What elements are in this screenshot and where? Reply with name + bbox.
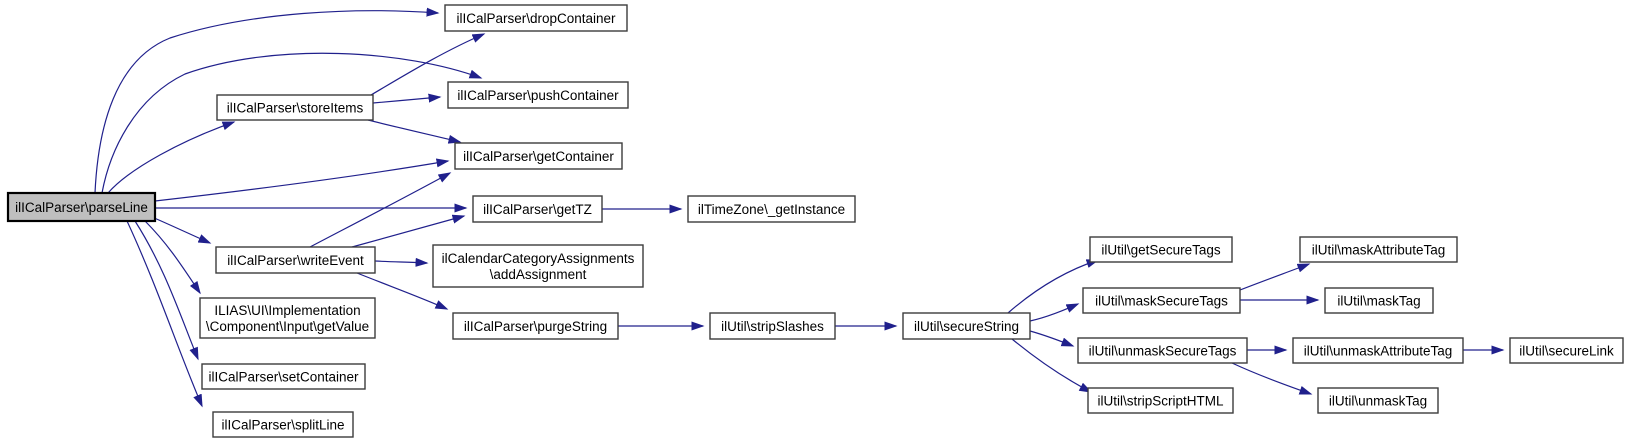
node-box-store-items[interactable] [216,94,374,121]
edge-parse-line-to-set-container [134,220,199,361]
node-box-get-instance[interactable] [687,195,856,223]
node-label-split-line: ilICalParser\splitLine [221,418,344,433]
node-secure-string[interactable]: ilUtil\secureString [902,312,1031,340]
node-box-add-assignment[interactable] [432,244,644,288]
node-box-mask-attribute-tag[interactable] [1299,236,1458,263]
node-box-drop-container[interactable] [444,4,628,32]
edge-store-items-to-drop-container [370,33,486,96]
node-label-get-container: ilICalParser\getContainer [463,149,614,164]
node-label-secure-link: ilUtil\secureLink [1519,344,1614,359]
node-label-write-event: ilICalParser\writeEvent [227,253,364,268]
node-box-get-container[interactable] [454,142,623,170]
node-store-items[interactable]: ilICalParser\storeItems [216,94,374,121]
node-box-unmask-secure-tags[interactable] [1077,337,1248,364]
node-box-secure-string[interactable] [902,312,1031,340]
node-box-mask-tag[interactable] [1324,287,1434,314]
node-get-container[interactable]: ilICalParser\getContainer [454,142,623,170]
edge-parse-line-to-get-container [154,158,450,202]
node-mask-tag[interactable]: ilUtil\maskTag [1324,287,1434,314]
edge-write-event-to-get-tz [351,214,466,248]
edge-write-event-to-add-assignment [374,257,429,267]
node-label-get-secure-tags: ilUtil\getSecureTags [1101,243,1221,258]
node-box-parse-line [6,191,157,223]
node-label-secure-string: ilUtil\secureString [914,319,1019,334]
node-box-split-line[interactable] [212,411,354,438]
node-unmask-secure-tags[interactable]: ilUtil\unmaskSecureTags [1077,337,1248,364]
edge-write-event-to-get-container [309,172,452,248]
node-label-add-assignment-line1: ilCalendarCategoryAssignments [442,251,635,266]
node-split-line[interactable]: ilICalParser\splitLine [212,411,354,438]
node-box-secure-link[interactable] [1509,337,1624,364]
edge-store-items-to-push-container [372,93,442,104]
node-set-container[interactable]: ilICalParser\setContainer [201,363,366,390]
node-unmask-tag[interactable]: ilUtil\unmaskTag [1317,387,1439,414]
edge-parse-line-to-push-container [101,52,483,194]
node-secure-link[interactable]: ilUtil\secureLink [1509,337,1624,364]
edge-store-items-to-get-container [367,119,462,144]
node-label-mask-secure-tags: ilUtil\maskSecureTags [1095,294,1228,309]
node-box-unmask-tag[interactable] [1317,387,1439,414]
edge-secure-string-to-unmask-secure-tags [1029,330,1075,347]
edge-parse-line-to-drop-container [94,7,440,194]
node-get-instance[interactable]: ilTimeZone\_getInstance [687,195,856,223]
edge-parse-line-to-get-value [144,220,201,295]
node-unmask-attribute-tag[interactable]: ilUtil\unmaskAttributeTag [1292,337,1464,364]
node-label-unmask-tag: ilUtil\unmaskTag [1329,394,1427,409]
node-mask-secure-tags[interactable]: ilUtil\maskSecureTags [1082,287,1241,314]
node-label-set-container: ilICalParser\setContainer [208,370,359,385]
node-box-strip-slashes[interactable] [709,312,836,340]
node-label-strip-script-html: ilUtil\stripScriptHTML [1097,394,1224,409]
edge-write-event-to-purge-string [356,272,449,310]
node-label-purge-string: ilICalParser\purgeString [464,319,607,334]
edge-parse-line-to-store-items [107,121,236,194]
node-label-unmask-attribute-tag: ilUtil\unmaskAttributeTag [1304,344,1453,359]
edge-mask-secure-tags-to-mask-attribute-tag [1239,263,1311,291]
edge-parse-line-to-write-event [151,216,212,244]
node-label-drop-container: ilICalParser\dropContainer [456,11,616,26]
node-strip-script-html[interactable]: ilUtil\stripScriptHTML [1087,387,1234,414]
edge-secure-string-to-get-secure-tags [1007,259,1100,314]
node-label-strip-slashes: ilUtil\stripSlashes [721,319,824,334]
node-add-assignment[interactable]: ilCalendarCategoryAssignments\addAssignm… [432,244,644,288]
node-label-push-container: ilICalParser\pushContainer [457,88,619,103]
node-label-mask-tag: ilUtil\maskTag [1337,294,1420,309]
node-purge-string[interactable]: ilICalParser\purgeString [452,312,619,340]
node-strip-slashes[interactable]: ilUtil\stripSlashes [709,312,836,340]
node-get-tz[interactable]: ilICalParser\getTZ [472,195,603,223]
node-write-event[interactable]: ilICalParser\writeEvent [215,246,376,274]
node-label-mask-attribute-tag: ilUtil\maskAttributeTag [1312,243,1446,258]
node-label-get-value-line2: \Component\Input\getValue [206,319,369,334]
edge-secure-string-to-strip-script-html [1011,338,1093,393]
node-parse-line: ilICalParser\parseLine [6,191,157,223]
node-box-get-secure-tags[interactable] [1089,236,1233,263]
node-box-write-event[interactable] [215,246,376,274]
node-label-parse-line: ilICalParser\parseLine [15,200,148,215]
node-box-push-container[interactable] [447,81,629,109]
node-label-add-assignment-line2: \addAssignment [490,267,587,282]
node-get-value[interactable]: ILIAS\UI\Implementation\Component\Input\… [199,297,376,339]
node-label-get-value-line1: ILIAS\UI\Implementation [214,303,360,318]
edge-secure-string-to-mask-secure-tags [1029,303,1080,322]
node-box-get-tz[interactable] [472,195,603,223]
edge-parse-line-to-split-line [126,220,203,408]
node-box-unmask-attribute-tag[interactable] [1292,337,1464,364]
node-label-unmask-secure-tags: ilUtil\unmaskSecureTags [1089,344,1237,359]
node-label-store-items: ilICalParser\storeItems [227,101,364,116]
node-get-secure-tags[interactable]: ilUtil\getSecureTags [1089,236,1233,263]
node-box-get-value[interactable] [199,297,376,339]
node-box-set-container[interactable] [201,363,366,390]
node-label-get-instance: ilTimeZone\_getInstance [698,202,845,217]
node-box-purge-string[interactable] [452,312,619,340]
edge-unmask-secure-tags-to-unmask-tag [1231,362,1313,395]
node-box-mask-secure-tags[interactable] [1082,287,1241,314]
node-drop-container[interactable]: ilICalParser\dropContainer [444,4,628,32]
node-label-get-tz: ilICalParser\getTZ [483,202,592,217]
node-push-container[interactable]: ilICalParser\pushContainer [447,81,629,109]
node-mask-attribute-tag[interactable]: ilUtil\maskAttributeTag [1299,236,1458,263]
node-box-strip-script-html[interactable] [1087,387,1234,414]
